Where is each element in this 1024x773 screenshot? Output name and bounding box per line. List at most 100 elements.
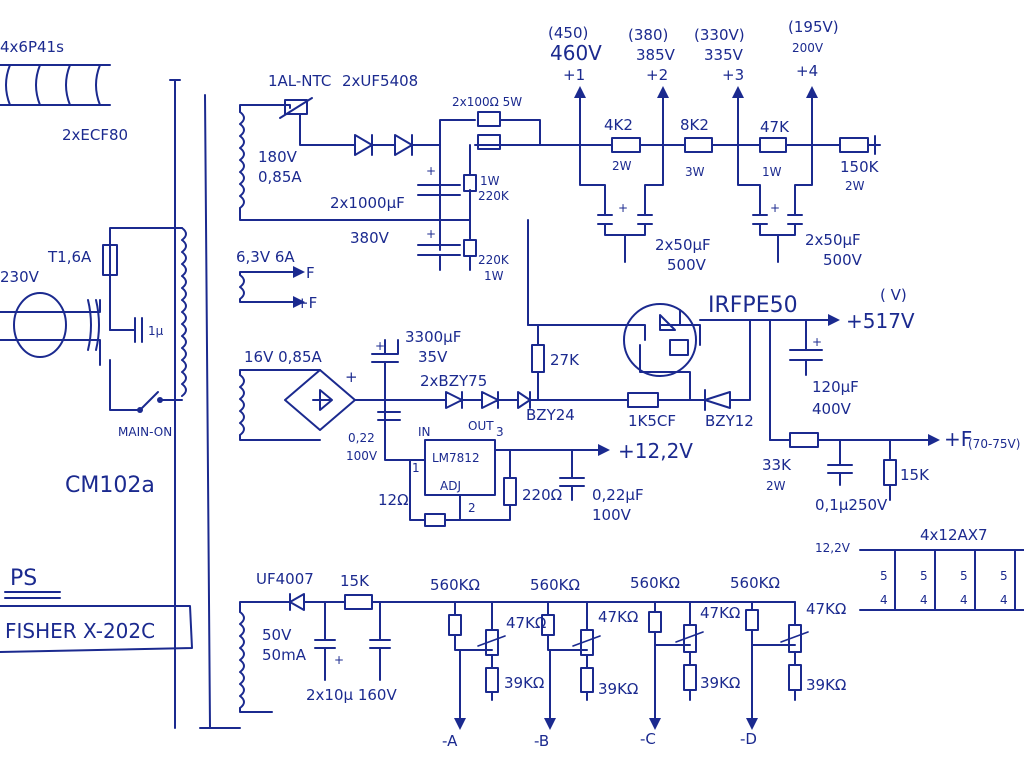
bias-d-top-res[interactable] bbox=[745, 609, 759, 631]
reg-out-cap[interactable] bbox=[559, 449, 585, 501]
resistor-220ohm[interactable] bbox=[503, 477, 517, 506]
rail-res-2-value: 8K2 bbox=[680, 116, 709, 134]
bridge-plus: + bbox=[345, 368, 358, 386]
heater-label: 6,3V 6A bbox=[236, 248, 295, 266]
bias-c-top-label: 560KΩ bbox=[630, 574, 680, 592]
bleeder-r3: 220K bbox=[478, 253, 510, 267]
rail-res-4-power: 2W bbox=[845, 179, 865, 193]
lm7812-pin-in: IN bbox=[418, 425, 431, 439]
tube-pin-3: 5 bbox=[920, 569, 928, 583]
bias-a-bottom-res[interactable] bbox=[485, 667, 499, 693]
bias-resistor[interactable] bbox=[344, 594, 373, 610]
ht-wiring bbox=[239, 104, 471, 221]
mosfet-wiring bbox=[527, 309, 706, 401]
bias-diode-label: UF4007 bbox=[256, 570, 314, 588]
bias-a-top-label: 560KΩ bbox=[430, 576, 480, 594]
filter-caps-1[interactable] bbox=[579, 144, 664, 263]
resistor-33k[interactable] bbox=[789, 432, 819, 448]
tube-heater-loops bbox=[5, 64, 101, 106]
reg-out-cap-voltage: 100V bbox=[592, 506, 632, 524]
resistor-220ohm-label: 220Ω bbox=[522, 486, 562, 504]
rectifier-diode-2[interactable] bbox=[394, 134, 441, 156]
reg-input-wires bbox=[354, 361, 431, 461]
mains-wires bbox=[0, 299, 101, 366]
series-res-1[interactable] bbox=[477, 111, 501, 127]
filter-caps-2-voltage: 500V bbox=[823, 251, 863, 269]
resistor-27k[interactable] bbox=[531, 344, 545, 373]
mosfet-diode bbox=[659, 314, 676, 331]
tube-pin-8: 4 bbox=[1000, 593, 1008, 607]
bleeder-1[interactable] bbox=[463, 174, 477, 192]
ntc-winding: 180V bbox=[258, 148, 298, 166]
mosfet-output: +517V bbox=[846, 309, 915, 333]
mosfet-part: IRFPE50 bbox=[708, 293, 798, 318]
heater-bias-cap-label: 0,1µ250V bbox=[815, 496, 888, 514]
mosfet-output-arrow bbox=[828, 314, 840, 326]
tubes-left-sub: 2xECF80 bbox=[62, 126, 128, 144]
bias-c-top-res[interactable] bbox=[648, 611, 662, 633]
fuse-body[interactable] bbox=[102, 244, 118, 276]
fuse-label: T1,6A bbox=[47, 248, 92, 266]
resistor-1k5[interactable] bbox=[627, 392, 659, 408]
lm7812-p2: 2 bbox=[468, 501, 476, 515]
main-caps[interactable] bbox=[417, 184, 461, 271]
rail-res-2[interactable] bbox=[684, 137, 713, 153]
primary-wiring bbox=[109, 227, 183, 411]
lm7812-wiring bbox=[409, 449, 601, 521]
series-res-2[interactable] bbox=[477, 134, 501, 150]
bias-d-bottom-res[interactable] bbox=[788, 664, 802, 691]
filter-cap-plus-1: + bbox=[618, 201, 628, 215]
bias-b-pot-label: 47KΩ bbox=[598, 608, 638, 626]
rail-arrows bbox=[574, 86, 818, 98]
bias-b-top-label: 560KΩ bbox=[530, 576, 580, 594]
bias-winding-wires bbox=[239, 601, 291, 713]
bias-caps[interactable] bbox=[314, 601, 391, 681]
bridge-rectifier[interactable] bbox=[284, 369, 356, 431]
rail-1-nominal: (450) bbox=[548, 24, 588, 42]
rail-res-3[interactable] bbox=[759, 137, 787, 153]
bias-output-d: -D bbox=[740, 730, 757, 748]
bulk-cap-value: 3300µF bbox=[405, 328, 461, 346]
core-ends bbox=[169, 79, 241, 729]
bleeder-2[interactable] bbox=[463, 239, 477, 257]
rail-res-4[interactable] bbox=[839, 137, 869, 153]
main-switch[interactable] bbox=[139, 391, 159, 411]
bias-b-bottom-res[interactable] bbox=[580, 667, 594, 693]
tube-pin-7: 5 bbox=[1000, 569, 1008, 583]
resistor-12ohm[interactable] bbox=[424, 513, 446, 527]
bias-b-top-res[interactable] bbox=[541, 614, 555, 636]
mosfet-body[interactable] bbox=[669, 339, 689, 356]
tube-pin-2: 4 bbox=[880, 593, 888, 607]
bias-d-pot-label: 47KΩ bbox=[806, 600, 846, 618]
title-model: FISHER X-202C bbox=[5, 619, 155, 643]
rail-4-name: +4 bbox=[796, 62, 818, 80]
resistor-33k-label: 33K bbox=[762, 456, 792, 474]
resistor-15k[interactable] bbox=[883, 459, 897, 486]
bulk-cap[interactable] bbox=[371, 339, 399, 363]
rail-res-1[interactable] bbox=[611, 137, 641, 153]
rectifier-diode-1[interactable] bbox=[339, 134, 396, 156]
reg-in-cap[interactable] bbox=[377, 411, 401, 421]
main-caps-label: 2x1000µF bbox=[330, 194, 405, 212]
bias-diode[interactable] bbox=[289, 593, 796, 611]
main-caps-voltage: 380V bbox=[350, 229, 390, 247]
transformer-core bbox=[174, 79, 211, 729]
resistor-1k5-label: 1K5CF bbox=[628, 412, 676, 430]
rail-2-name: +2 bbox=[646, 66, 668, 84]
zener-chain[interactable] bbox=[429, 391, 629, 409]
mains-cap[interactable] bbox=[109, 317, 143, 343]
bzy12-zener[interactable] bbox=[657, 354, 751, 411]
ntc-thermistor[interactable] bbox=[284, 99, 308, 115]
bias-a-top-res[interactable] bbox=[448, 614, 462, 636]
rail-3-nominal: (330V) bbox=[694, 26, 745, 44]
lm7812-label: LM7812 bbox=[432, 451, 480, 465]
bias-c-pot-label: 47KΩ bbox=[700, 604, 740, 622]
bias-c-bottom-res[interactable] bbox=[683, 664, 697, 691]
resistor-33k-power: 2W bbox=[766, 479, 786, 493]
heater-bias-cap[interactable] bbox=[827, 464, 853, 486]
mosfet-out-cap[interactable] bbox=[789, 319, 823, 376]
filter-caps-2[interactable] bbox=[737, 144, 813, 263]
ntc-arrow bbox=[279, 97, 313, 119]
heater-f2: +F bbox=[296, 294, 317, 312]
resistor-27k-label: 27K bbox=[550, 351, 580, 369]
